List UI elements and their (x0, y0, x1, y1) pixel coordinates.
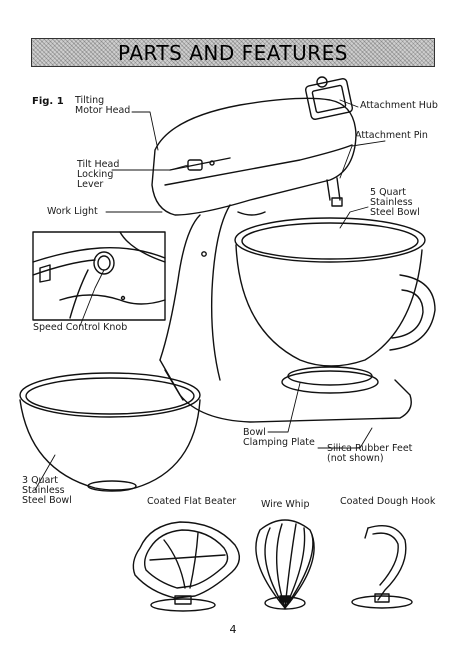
section-title-banner: PARTS AND FEATURES (31, 38, 435, 67)
label-attachment-hub: Attachment Hub (360, 100, 438, 111)
label-5-quart-bowl: 5 Quart Stainless Steel Bowl (370, 188, 420, 218)
label-silica-rubber-feet: Silica Rubber Feet (not shown) (327, 444, 412, 464)
label-speed-control-knob: Speed Control Knob (33, 322, 128, 333)
label-line: Silica Rubber Feet (327, 443, 413, 454)
label-attachment-pin: Attachment Pin (355, 130, 428, 141)
label-coated-flat-beater: Coated Flat Beater (147, 496, 237, 507)
label-line: 3 Quart (22, 475, 59, 486)
label-line: Lever (77, 179, 104, 190)
leader-lines (34, 99, 386, 491)
label-line: Stainless (22, 485, 65, 496)
label-line: 5 Quart (370, 187, 407, 198)
label-line: Steel Bowl (22, 495, 72, 506)
label-line: Steel Bowl (370, 207, 420, 218)
label-tilting-motor-head: Tilting Motor Head (75, 96, 130, 116)
three-quart-bowl-drawing (19, 372, 201, 492)
figure-label: Fig. 1 (32, 96, 64, 107)
wire-whip-drawing (255, 519, 315, 610)
section-title: PARTS AND FEATURES (118, 40, 348, 65)
label-wire-whip: Wire Whip (261, 499, 310, 510)
label-line: Tilting (75, 95, 105, 106)
label-line: Motor Head (75, 105, 131, 116)
page-number: 4 (229, 623, 237, 636)
label-coated-dough-hook: Coated Dough Hook (340, 496, 436, 507)
label-line: Tilt Head (77, 159, 120, 170)
stand-mixer-drawing (151, 76, 436, 423)
label-line: Bowl (243, 427, 266, 438)
label-line: Clamping Plate (243, 437, 315, 448)
label-line: (not shown) (327, 453, 384, 464)
label-line: Stainless (370, 197, 413, 208)
flat-beater-drawing (132, 521, 240, 612)
dough-hook-drawing (351, 525, 413, 609)
label-work-light: Work Light (47, 206, 98, 217)
label-tilt-head-locking-lever: Tilt Head Locking Lever (77, 160, 119, 190)
label-3-quart-bowl: 3 Quart Stainless Steel Bowl (22, 476, 72, 506)
label-line: Locking (77, 169, 114, 180)
label-bowl-clamping-plate: Bowl Clamping Plate (243, 428, 315, 448)
speed-control-inset (32, 231, 166, 321)
